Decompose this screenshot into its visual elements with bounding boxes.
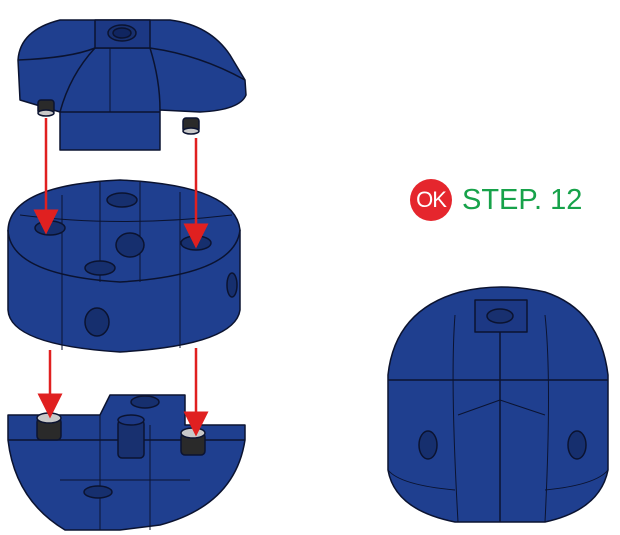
middle-block-part [8,180,240,352]
ok-badge: OK [410,179,452,221]
assembled-ball-part [388,287,608,522]
top-dome-part [18,20,246,150]
bottom-dome-part [8,395,245,530]
step-indicator: OK STEP. 12 [410,178,582,222]
step-label: STEP. 12 [462,184,582,217]
